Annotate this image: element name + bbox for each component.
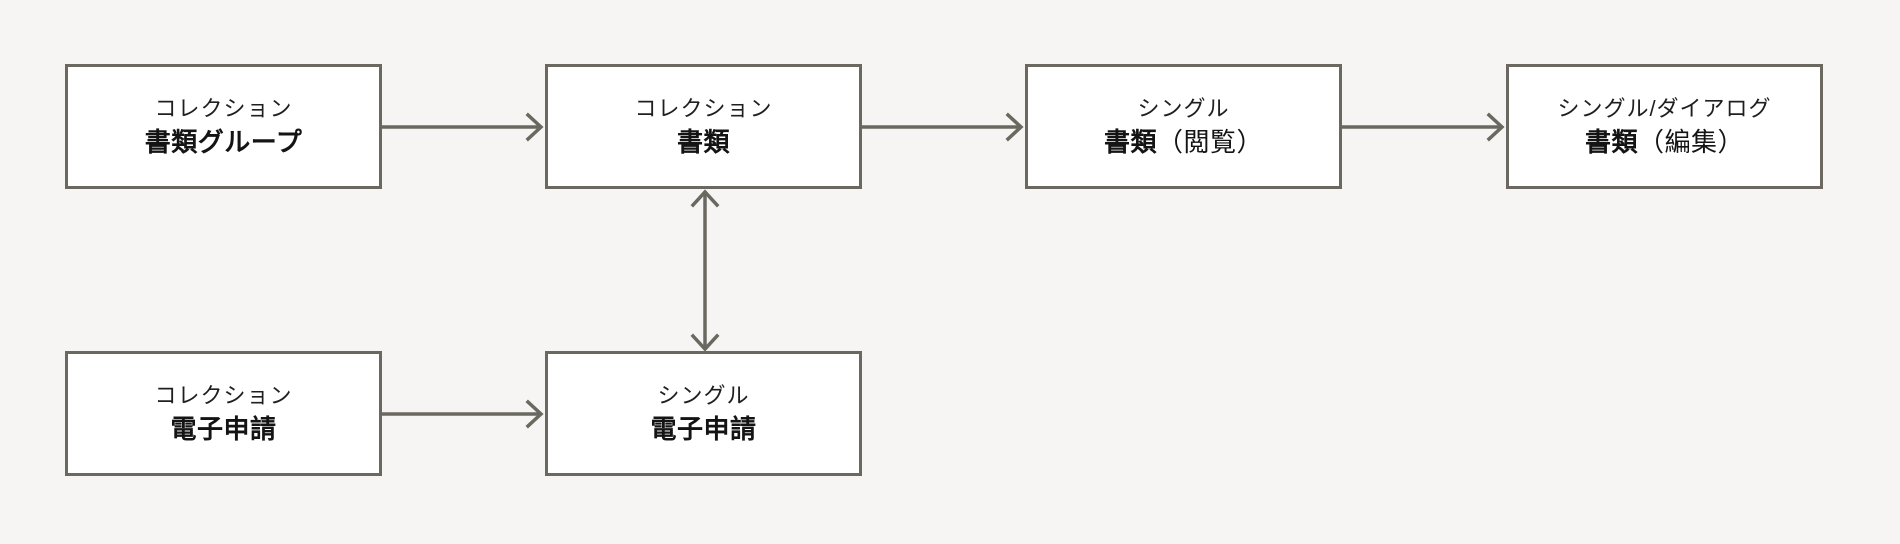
node-name-label: 書類 [676,127,730,157]
node-type-label: コレクション [154,383,293,408]
node-name-main: 書類 [1584,127,1638,157]
node-name-main: 書類 [1103,127,1157,157]
node-doc-group[interactable]: コレクション 書類グループ [65,64,382,189]
node-type-label: コレクション [154,96,293,121]
node-eapp-single[interactable]: シングル 電子申請 [545,351,862,476]
node-doc-view[interactable]: シングル 書類（閲覧） [1025,64,1342,189]
arrow-doc-group-to-doc-collection [382,112,545,142]
arrow-eapp-single-to-doc-collection-bidirectional [690,189,720,352]
node-name-label: 書類（閲覧） [1104,129,1263,155]
arrow-doc-collection-to-doc-view [862,112,1025,142]
node-eapp-collection[interactable]: コレクション 電子申請 [65,351,382,476]
node-type-label: シングル/ダイアログ [1557,96,1772,121]
node-name-label: 書類（編集） [1585,129,1744,155]
node-doc-collection[interactable]: コレクション 書類 [545,64,862,189]
node-name-parenthetical: （編集） [1638,127,1745,157]
node-doc-edit[interactable]: シングル/ダイアログ 書類（編集） [1506,64,1823,189]
node-name-parenthetical: （閲覧） [1157,127,1264,157]
node-name-label: 電子申請 [650,414,757,444]
node-type-label: シングル [657,383,750,408]
arrow-doc-view-to-doc-edit [1342,112,1506,142]
node-type-label: シングル [1137,96,1230,121]
node-name-label: 電子申請 [170,414,277,444]
node-type-label: コレクション [634,96,773,121]
arrow-eapp-collection-to-eapp-single [382,399,545,429]
node-name-label: 書類グループ [144,127,303,157]
